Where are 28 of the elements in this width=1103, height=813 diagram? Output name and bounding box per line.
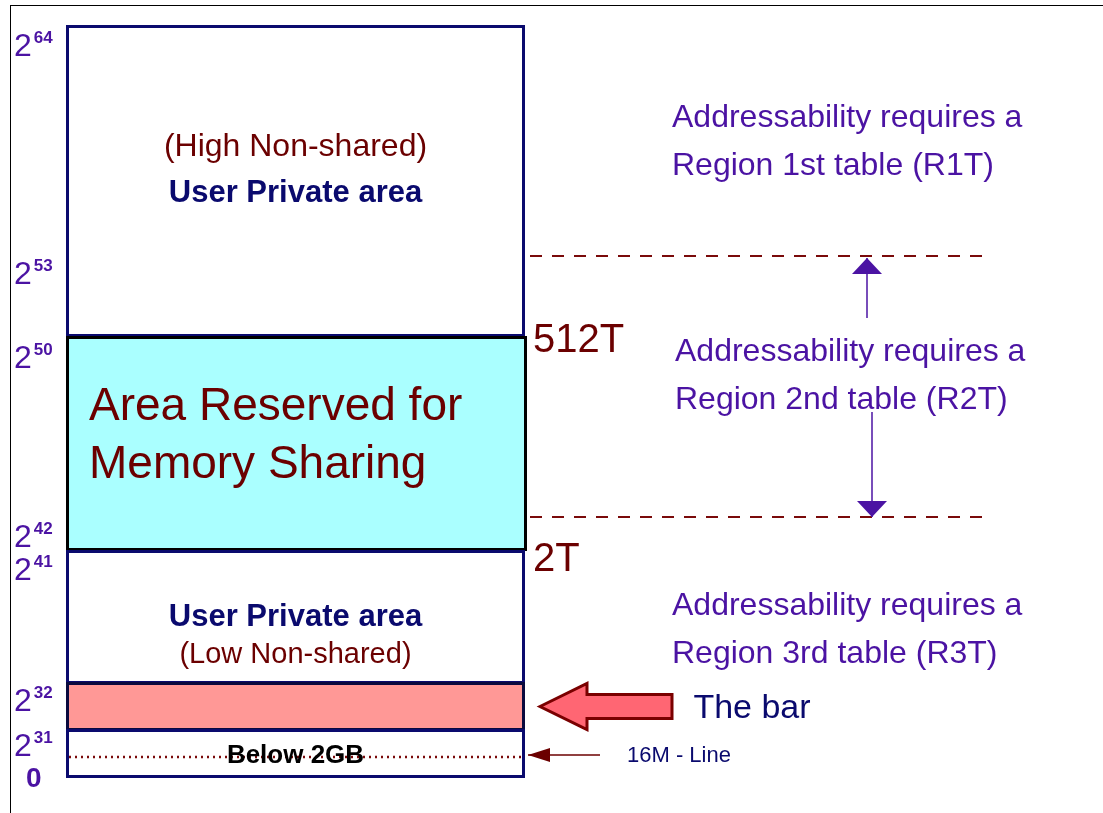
- memory-region: [66, 25, 525, 337]
- node-caption: (Low Non-shared): [179, 636, 412, 671]
- block-arrow: [536, 681, 674, 732]
- axis-label: 0: [26, 762, 42, 794]
- memory-region: [66, 729, 525, 778]
- memory-region: [66, 550, 525, 684]
- area-title: User Private area: [168, 173, 423, 211]
- area-title: Below 2GB: [226, 738, 365, 771]
- axis-label: 2$^{32}$: [14, 681, 53, 716]
- note-text: Addressability requires a Region 1st table (R1T): [672, 97, 1024, 184]
- area-title: User Private area: [168, 597, 423, 635]
- memory-bar: [66, 682, 525, 731]
- callout-label: The bar: [693, 686, 811, 726]
- axis-label: 2$^{64}$: [14, 26, 53, 61]
- axis-label: 2$^{41}$: [14, 550, 53, 585]
- node-caption: (High Non-shared): [163, 126, 428, 165]
- callout-label: 16M - Line: [627, 740, 731, 770]
- note-text: Addressability requires a Region 3rd table (R3T): [672, 585, 1024, 672]
- area-title: Area Reserved for Memory Sharing: [89, 377, 464, 490]
- note-text: Addressability requires a Region 2nd table (R2T): [675, 331, 1027, 418]
- axis-label: 2$^{53}$: [14, 254, 53, 289]
- axis-label: 2$^{50}$: [14, 338, 53, 373]
- memory-region: [66, 336, 527, 551]
- leader-line: [527, 748, 601, 762]
- boundary-size: 512T: [533, 318, 625, 358]
- boundary-size: 2T: [533, 537, 580, 577]
- axis-label: 2$^{42}$: [14, 517, 53, 552]
- axis-label: 2$^{31}$: [14, 726, 53, 761]
